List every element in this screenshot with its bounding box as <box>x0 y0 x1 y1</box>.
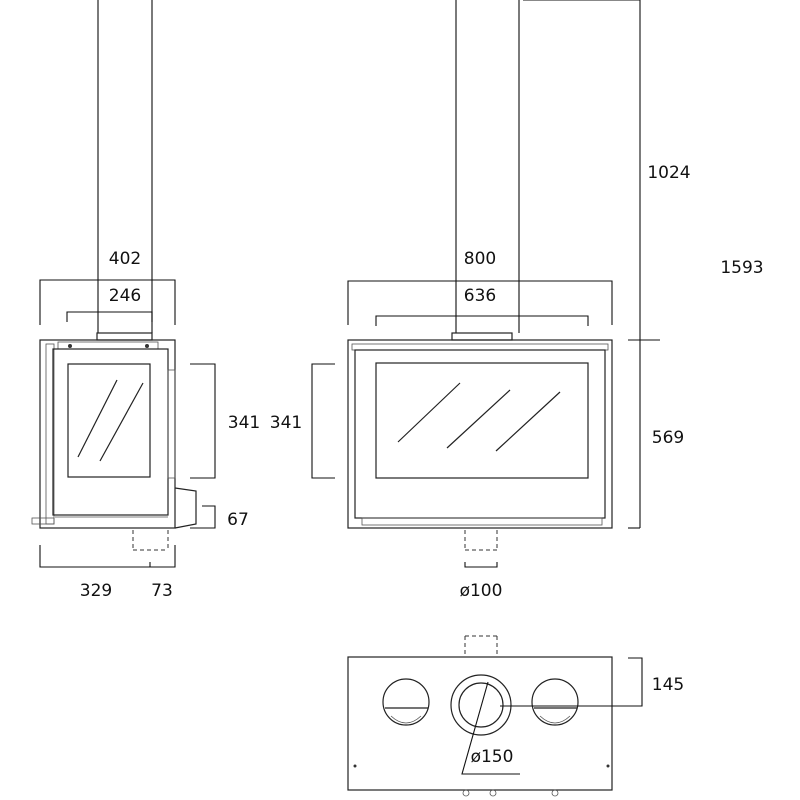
dim-side-329: 329 <box>80 581 112 601</box>
front-view <box>311 0 660 568</box>
dim-front-flue-diameter: ø100 <box>460 581 503 601</box>
dim-front-800: 800 <box>464 249 496 269</box>
dim-front-341: 341 <box>270 413 302 433</box>
dim-front-636: 636 <box>464 286 496 306</box>
dim-side-73: 73 <box>151 581 173 601</box>
dim-front-569: 569 <box>652 428 684 448</box>
dim-side-67: 67 <box>227 510 249 530</box>
dim-front-1024: 1024 <box>647 163 690 183</box>
side-view <box>31 0 216 568</box>
dim-front-1593: 1593 <box>720 258 763 278</box>
top-view <box>347 635 643 797</box>
dim-top-145: 145 <box>652 675 684 695</box>
dim-side-402: 402 <box>109 249 141 269</box>
dim-side-341: 341 <box>228 413 260 433</box>
dim-top-flue-diameter: ø150 <box>471 747 514 767</box>
dim-side-246: 246 <box>109 286 141 306</box>
